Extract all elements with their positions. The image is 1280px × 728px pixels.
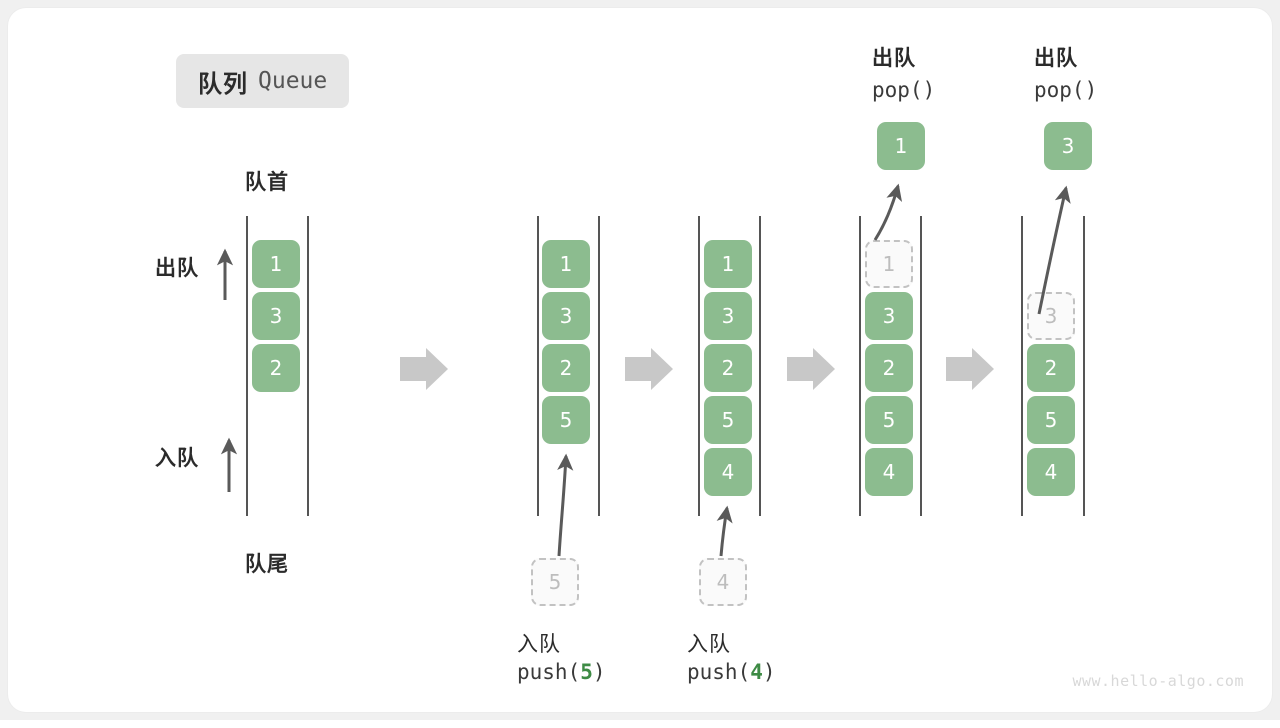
queue-rail-right-stage-3: [759, 216, 761, 516]
step-arrow-4: [946, 348, 994, 390]
queue-rail-right-stage-2: [598, 216, 600, 516]
push-5-arrow: [557, 453, 574, 557]
push-4-arrow: [716, 505, 733, 557]
popped-element: 1: [877, 122, 925, 170]
queue-element: 2: [542, 344, 590, 392]
queue-head-label: 队首: [245, 170, 289, 194]
queue-element: 5: [1027, 396, 1075, 444]
stage-caption-code-value: 4: [750, 660, 763, 684]
stage-caption-code-suffix: ): [762, 660, 776, 684]
queue-element: 4: [865, 448, 913, 496]
queue-element: 5: [865, 396, 913, 444]
queue-rail-right-stage-5: [1083, 216, 1085, 516]
queue-tail-label: 队尾: [245, 552, 289, 576]
queue-element: 2: [1027, 344, 1075, 392]
stage-caption-code: push(4): [687, 660, 776, 684]
step-arrow-2: [625, 348, 673, 390]
queue-element: 1: [252, 240, 300, 288]
queue-element: 3: [865, 292, 913, 340]
stage-caption-cn: 入队: [687, 632, 731, 656]
queue-element: 2: [252, 344, 300, 392]
queue-rail-left-stage-3: [698, 216, 700, 516]
queue-element: 4: [1027, 448, 1075, 496]
dequeue-direction-label: 出队: [155, 256, 199, 280]
watermark: www.hello-algo.com: [1072, 672, 1244, 690]
queue-element: 5: [704, 396, 752, 444]
queue-rail-left-stage-4: [859, 216, 861, 516]
queue-element: 1: [704, 240, 752, 288]
incoming-element-ghost: 4: [699, 558, 747, 606]
queue-rail-right-stage-1: [307, 216, 309, 516]
queue-rail-left-stage-5: [1021, 216, 1023, 516]
stage-caption-code-prefix: push(: [687, 660, 751, 684]
step-arrow-1: [400, 348, 448, 390]
incoming-element-ghost: 5: [531, 558, 579, 606]
stage-caption-cn: 入队: [517, 632, 561, 656]
arrows-overlay: [216, 183, 1071, 557]
queue-element: 2: [865, 344, 913, 392]
stage-caption-cn: 出队: [872, 46, 916, 70]
stage-caption-code: pop(): [872, 78, 936, 102]
pop-1-arrow: [873, 183, 903, 241]
queue-element: 1: [542, 240, 590, 288]
queue-rail-right-stage-4: [920, 216, 922, 516]
queue-element: 3: [704, 292, 752, 340]
queue-element: 3: [252, 292, 300, 340]
diagram-title-en: Queue: [258, 68, 328, 94]
queue-element-new: 5: [542, 396, 590, 444]
popped-slot-ghost: 3: [1027, 292, 1075, 340]
enqueue-direction-label: 入队: [155, 446, 199, 470]
stage-caption-cn: 出队: [1034, 46, 1078, 70]
diagram-card: 队列 Queue 队首 队尾 出队 入队 1 3 2 1 3 2 5 5 入队 …: [8, 8, 1272, 712]
queue-element: 3: [542, 292, 590, 340]
queue-rail-left-stage-2: [537, 216, 539, 516]
queue-rail-left-stage-1: [246, 216, 248, 516]
queue-element: 2: [704, 344, 752, 392]
stage-caption-code-prefix: push(: [517, 660, 581, 684]
diagram-title-chip: 队列 Queue: [176, 54, 350, 108]
popped-slot-ghost: 1: [865, 240, 913, 288]
stage-caption-code-value: 5: [580, 660, 593, 684]
stage-caption-code: push(5): [517, 660, 606, 684]
stage-caption-code-suffix: ): [592, 660, 606, 684]
popped-element: 3: [1044, 122, 1092, 170]
queue-element-new: 4: [704, 448, 752, 496]
step-arrow-3: [787, 348, 835, 390]
stage-caption-code: pop(): [1034, 78, 1098, 102]
diagram-title-cn: 队列: [198, 69, 248, 98]
